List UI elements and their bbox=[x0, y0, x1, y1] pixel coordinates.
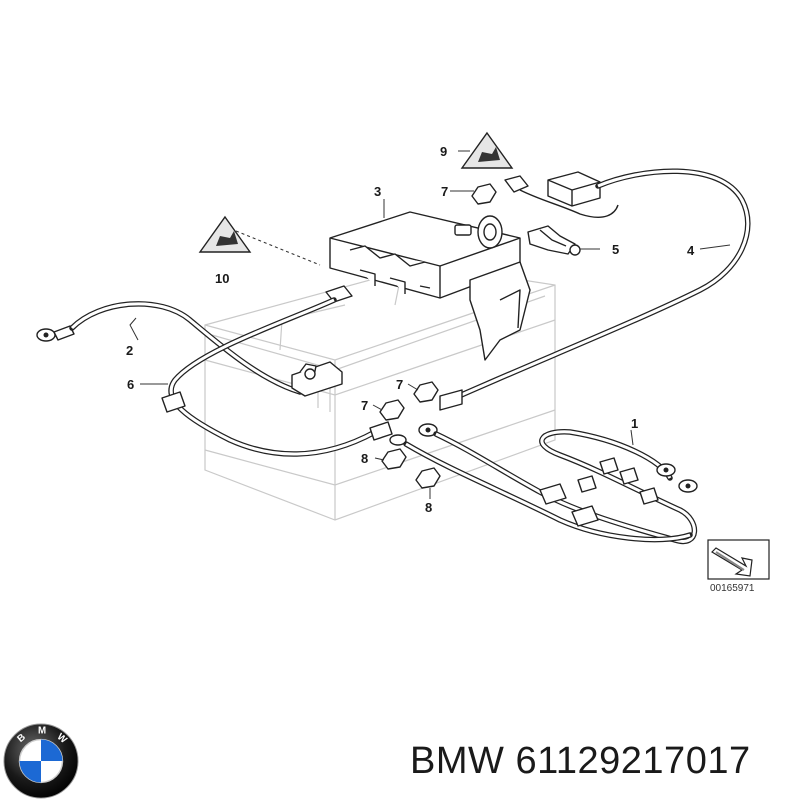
callout-8-bottom: 8 bbox=[425, 500, 432, 515]
drawing-number: 00165971 bbox=[710, 583, 755, 594]
sensor-cable bbox=[161, 285, 393, 457]
callout-10: 10 bbox=[215, 271, 229, 286]
nut-8-bottom bbox=[415, 467, 441, 489]
battery-cable-bundle bbox=[389, 423, 698, 545]
part-number: 61129217017 bbox=[515, 740, 751, 782]
ground-cable bbox=[36, 301, 343, 397]
callout-7-left: 7 bbox=[361, 398, 368, 413]
nut-7-top bbox=[471, 183, 497, 205]
terminal-clamp bbox=[527, 225, 581, 256]
bmw-logo: B M W bbox=[3, 723, 79, 799]
callout-7-mid: 7 bbox=[396, 377, 403, 392]
product-caption: BMW 61129217017 bbox=[410, 740, 751, 783]
nut-7-left bbox=[379, 399, 405, 421]
nut-7-mid bbox=[413, 381, 439, 403]
logo-letter-m: M bbox=[38, 726, 46, 737]
positive-cable bbox=[439, 168, 751, 411]
nut-8-left bbox=[381, 448, 407, 470]
callout-labels: 1 2 3 4 5 6 7 7 7 8 8 9 10 bbox=[126, 144, 695, 515]
warning-label-10 bbox=[198, 215, 252, 253]
callout-2: 2 bbox=[126, 343, 133, 358]
callout-4: 4 bbox=[687, 243, 695, 258]
orientation-arrow-box bbox=[707, 539, 770, 580]
callout-5: 5 bbox=[612, 242, 619, 257]
callout-3: 3 bbox=[374, 184, 381, 199]
callout-6: 6 bbox=[127, 377, 134, 392]
callout-8-left: 8 bbox=[361, 451, 368, 466]
warning-label-9 bbox=[460, 131, 514, 169]
power-distribution-box bbox=[329, 211, 531, 361]
callout-9: 9 bbox=[440, 144, 447, 159]
callout-7-top: 7 bbox=[441, 184, 448, 199]
leader-lines bbox=[129, 150, 731, 499]
brand-name: BMW bbox=[410, 740, 505, 782]
callout-1: 1 bbox=[631, 416, 638, 431]
